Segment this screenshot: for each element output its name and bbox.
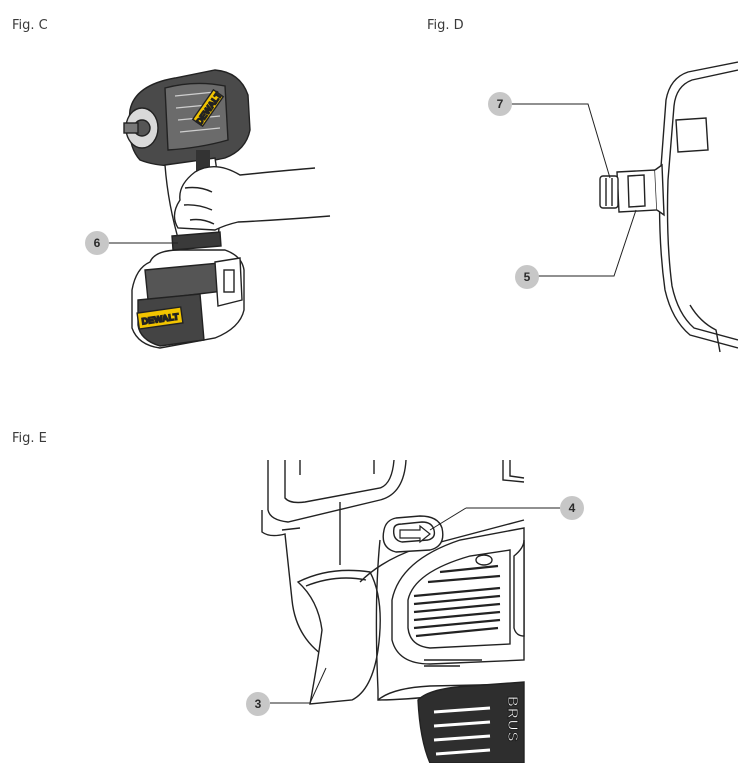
callout-6-circle <box>85 231 109 255</box>
speed-collar <box>171 231 222 251</box>
callout-7-leader <box>511 103 611 179</box>
callout-5-leader <box>538 209 637 277</box>
fig-c-drawing: DEWALT DEWALT <box>123 69 331 349</box>
callout-5-number: 5 <box>524 270 531 284</box>
callout-3-circle <box>246 692 270 716</box>
callout-5-circle <box>515 265 539 289</box>
fig-c-label: Fig. C <box>12 18 48 33</box>
trigger <box>296 569 381 705</box>
callout-6-number: 6 <box>94 236 101 250</box>
callout-4-circle <box>560 496 584 520</box>
battery-badge: DEWALT <box>136 306 184 330</box>
tool-body-side <box>658 61 738 349</box>
callout-3-number: 3 <box>255 697 262 711</box>
fig-d-drawing <box>599 61 738 353</box>
anvil-ring <box>599 175 619 209</box>
callout-7-circle <box>488 92 512 116</box>
fig-e-label: Fig. E <box>12 431 47 446</box>
callout-4-number: 4 <box>569 501 576 515</box>
hand-drawing <box>173 166 331 231</box>
callout-4-leader-a <box>429 507 467 531</box>
brushless-text: BRUS <box>504 696 521 743</box>
vent-slots <box>413 564 501 638</box>
anvil <box>616 169 658 213</box>
fig-d-label: Fig. D <box>427 18 464 33</box>
callout-3-leader <box>270 667 327 704</box>
callout-7-number: 7 <box>497 97 504 111</box>
fig-e-drawing <box>261 459 525 763</box>
upper-housing <box>267 459 407 523</box>
